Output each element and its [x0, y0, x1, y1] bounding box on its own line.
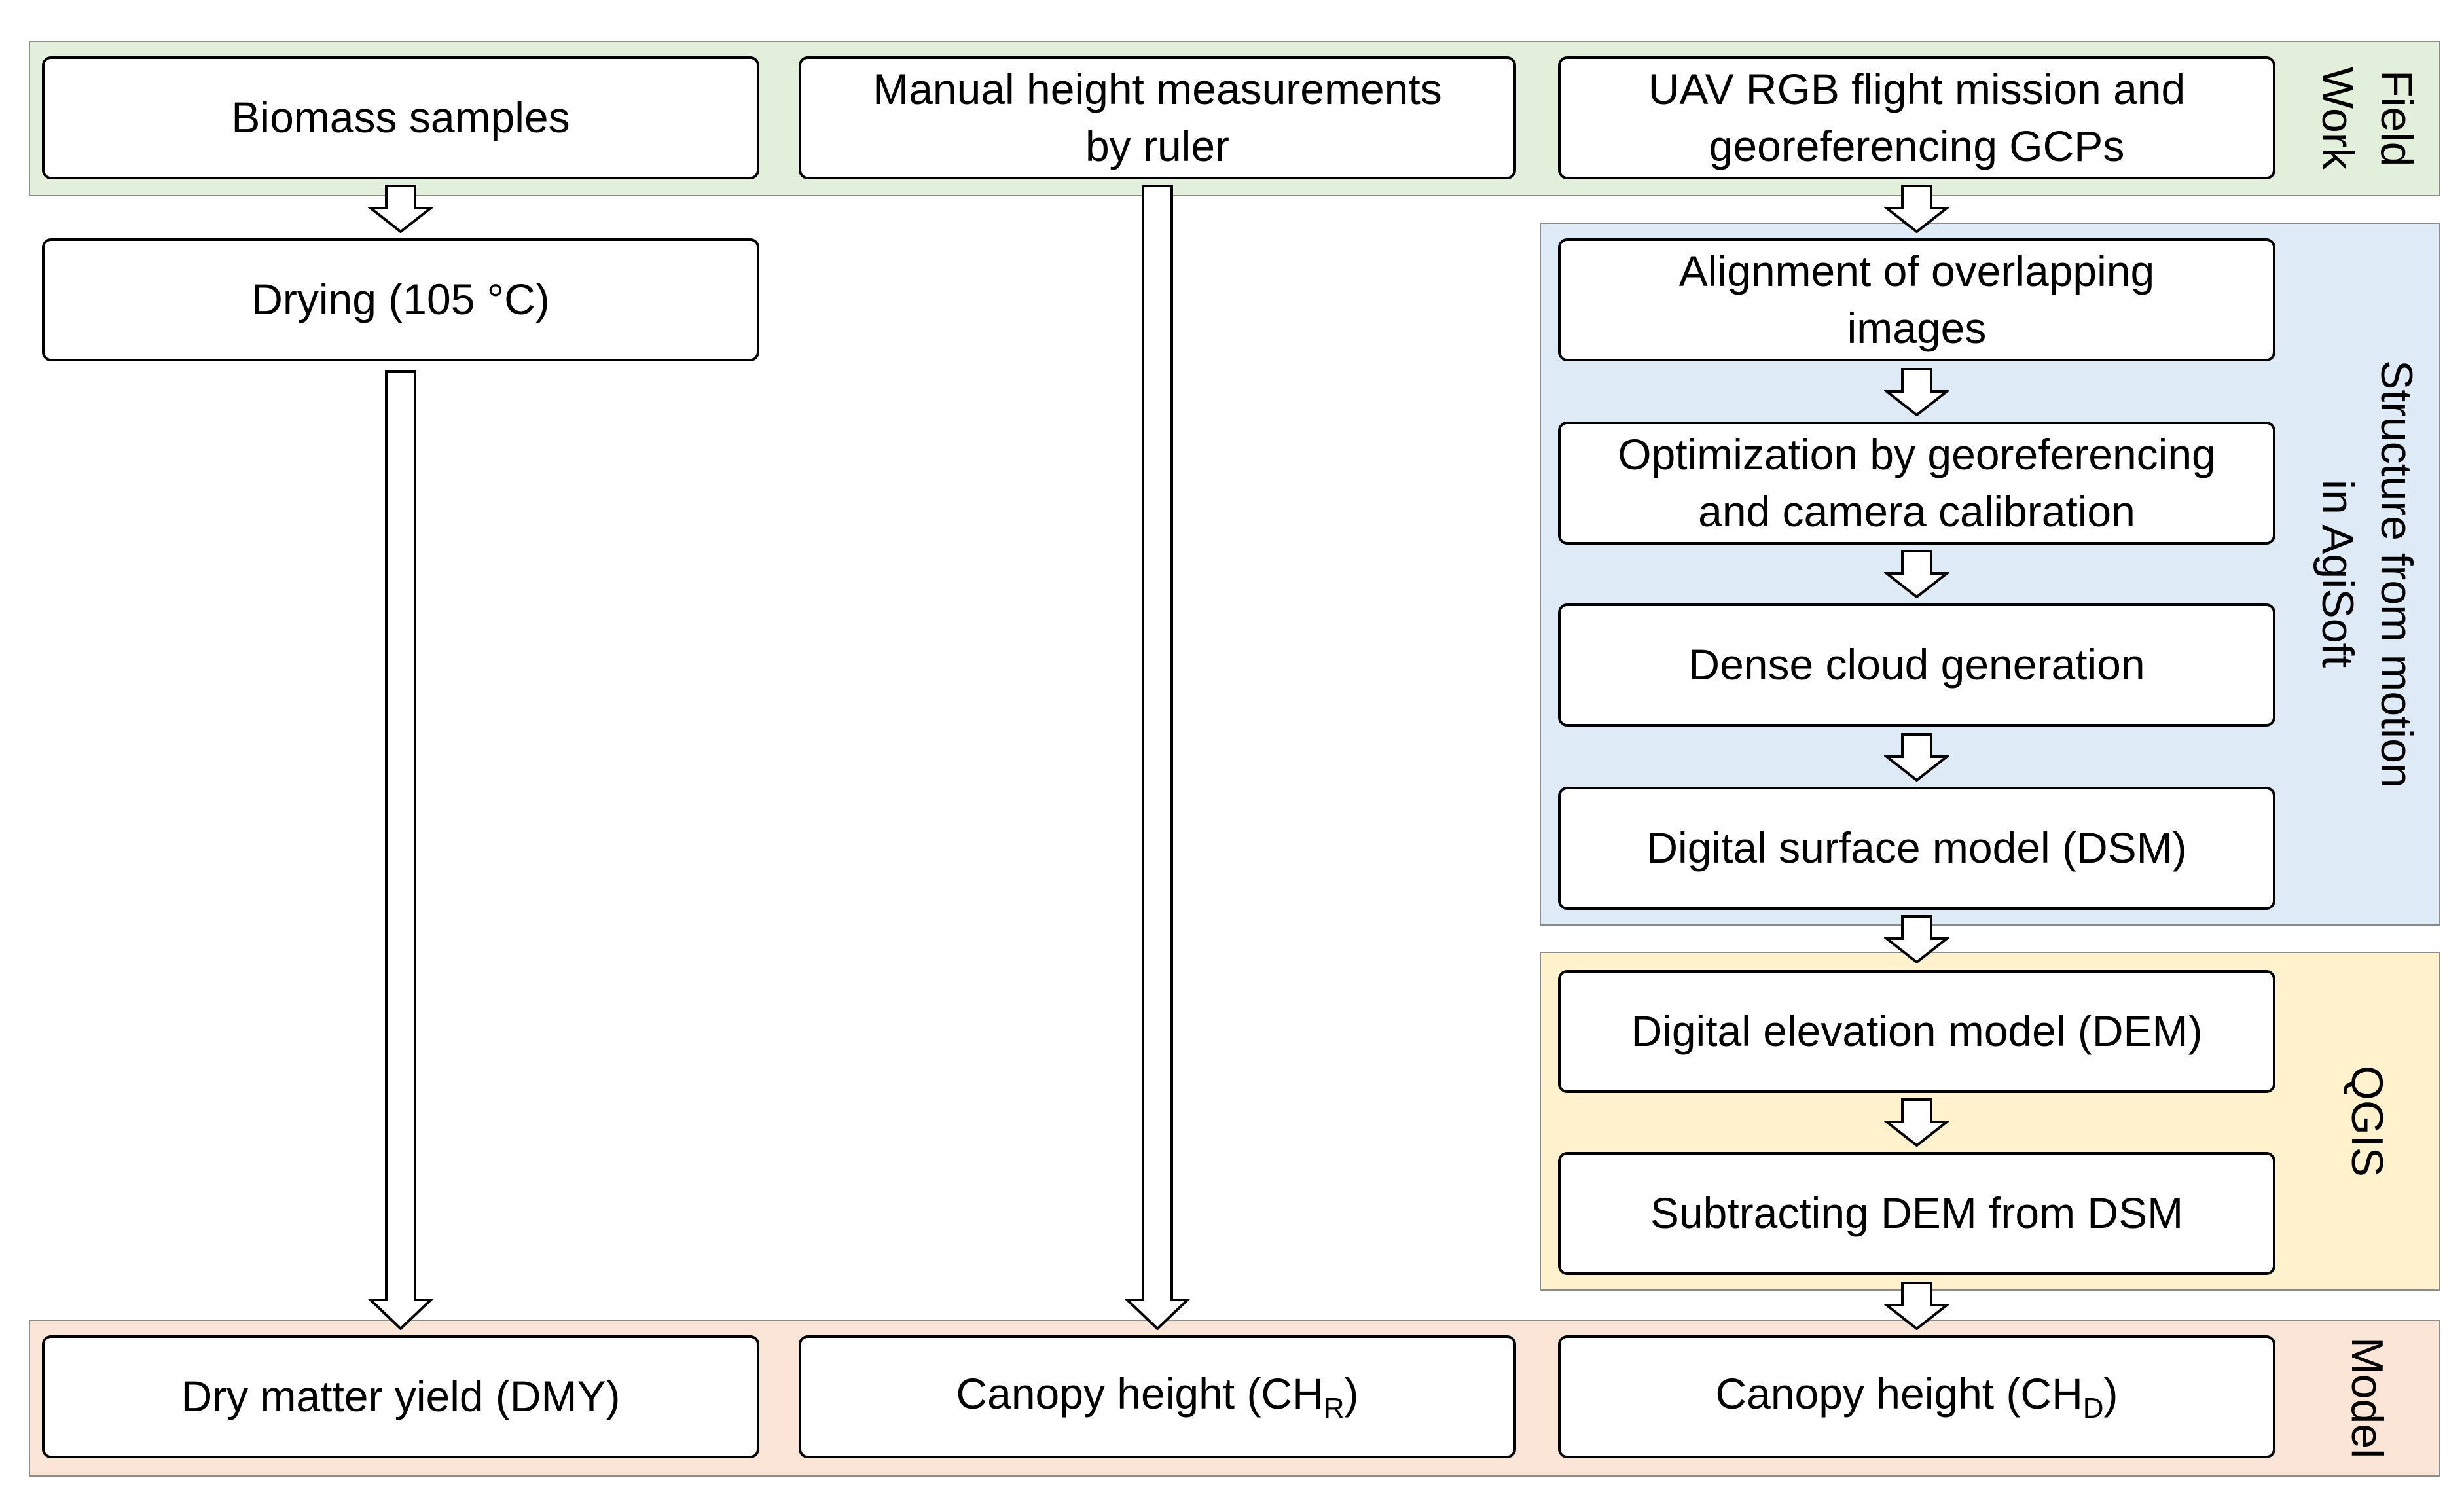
canopy-height-dsm-box: Canopy height (CHD) — [1558, 1335, 2275, 1458]
uav-flight-text: UAV RGB flight mission and georeferencin… — [1648, 64, 2186, 170]
model-label: Model — [2298, 1320, 2435, 1477]
down-arrow-icon — [1884, 1282, 1949, 1330]
canopy-height-ruler-text: Canopy height (CHR) — [956, 1365, 1358, 1428]
arrow-subtracting-to-canopy-height-dsm — [1884, 1282, 1949, 1330]
arrow-drying-to-dry-matter-yield — [368, 370, 433, 1330]
subtracting-box: Subtracting DEM from DSM — [1558, 1152, 2275, 1275]
field-work-label-text: Field Work — [2313, 67, 2421, 170]
down-arrow-icon — [1884, 185, 1949, 233]
field-work-label: Field Work — [2298, 41, 2435, 196]
structure-from-motion-label-text: Structure from motion in AgiSoft — [2313, 360, 2421, 788]
dry-matter-yield-text: Dry matter yield (DMY) — [181, 1372, 621, 1421]
canopy-height-dsm-main: Canopy height (CH — [1715, 1369, 2083, 1418]
down-arrow-icon — [1884, 915, 1949, 963]
arrow-uav-to-alignment — [1884, 185, 1949, 233]
dry-matter-yield-box: Dry matter yield (DMY) — [42, 1335, 759, 1458]
digital-surface-model-text: Digital surface model (DSM) — [1646, 823, 2187, 872]
arrow-dem-to-subtracting — [1884, 1098, 1949, 1147]
canopy-height-ruler-box: Canopy height (CHR) — [799, 1335, 1516, 1458]
manual-height-text: Manual height measurements by ruler — [873, 64, 1442, 170]
biomass-samples-text: Biomass samples — [231, 93, 570, 142]
long-down-arrow-icon — [368, 370, 433, 1330]
canopy-height-dsm-subscript: D — [2082, 1392, 2104, 1425]
canopy-height-ruler-end: ) — [1344, 1369, 1359, 1418]
canopy-height-dsm-end: ) — [2103, 1369, 2118, 1418]
canopy-height-ruler-main: Canopy height (CH — [956, 1369, 1324, 1418]
biomass-samples-box: Biomass samples — [42, 56, 759, 179]
down-arrow-icon — [1884, 550, 1949, 598]
canopy-height-dsm-text: Canopy height (CHD) — [1715, 1365, 2118, 1428]
down-arrow-icon — [1884, 1098, 1949, 1147]
down-arrow-icon — [1884, 733, 1949, 782]
arrow-dsm-to-dem — [1884, 915, 1949, 963]
digital-elevation-model-text: Digital elevation model (DEM) — [1631, 1007, 2203, 1056]
manual-height-box: Manual height measurements by ruler — [799, 56, 1516, 179]
arrow-biomass-to-drying — [368, 185, 433, 233]
optimization-box: Optimization by georeferencing and camer… — [1558, 422, 2275, 545]
alignment-text: Alignment of overlapping images — [1678, 246, 2155, 352]
qgis-label: QGIS — [2298, 952, 2435, 1291]
digital-elevation-model-box: Digital elevation model (DEM) — [1558, 970, 2275, 1093]
qgis-label-text: QGIS — [2342, 1065, 2392, 1178]
arrow-optimization-to-dense-cloud — [1884, 550, 1949, 598]
dense-cloud-box: Dense cloud generation — [1558, 603, 2275, 727]
drying-text: Drying (105 °C) — [251, 275, 550, 324]
dense-cloud-text: Dense cloud generation — [1688, 640, 2145, 689]
down-arrow-icon — [368, 185, 433, 233]
uav-flight-box: UAV RGB flight mission and georeferencin… — [1558, 56, 2275, 179]
canopy-height-ruler-subscript: R — [1323, 1392, 1345, 1425]
structure-from-motion-label: Structure from motion in AgiSoft — [2298, 223, 2435, 926]
down-arrow-icon — [1884, 368, 1949, 416]
arrow-dense-cloud-to-dsm — [1884, 733, 1949, 782]
model-label-text: Model — [2342, 1337, 2392, 1459]
arrow-manual-height-to-canopy-height-ruler — [1125, 185, 1190, 1330]
arrow-alignment-to-optimization — [1884, 368, 1949, 416]
optimization-text: Optimization by georeferencing and camer… — [1618, 429, 2216, 535]
long-down-arrow-icon — [1125, 185, 1190, 1330]
subtracting-text: Subtracting DEM from DSM — [1650, 1189, 2184, 1238]
alignment-box: Alignment of overlapping images — [1558, 238, 2275, 361]
drying-box: Drying (105 °C) — [42, 238, 759, 361]
digital-surface-model-box: Digital surface model (DSM) — [1558, 787, 2275, 910]
